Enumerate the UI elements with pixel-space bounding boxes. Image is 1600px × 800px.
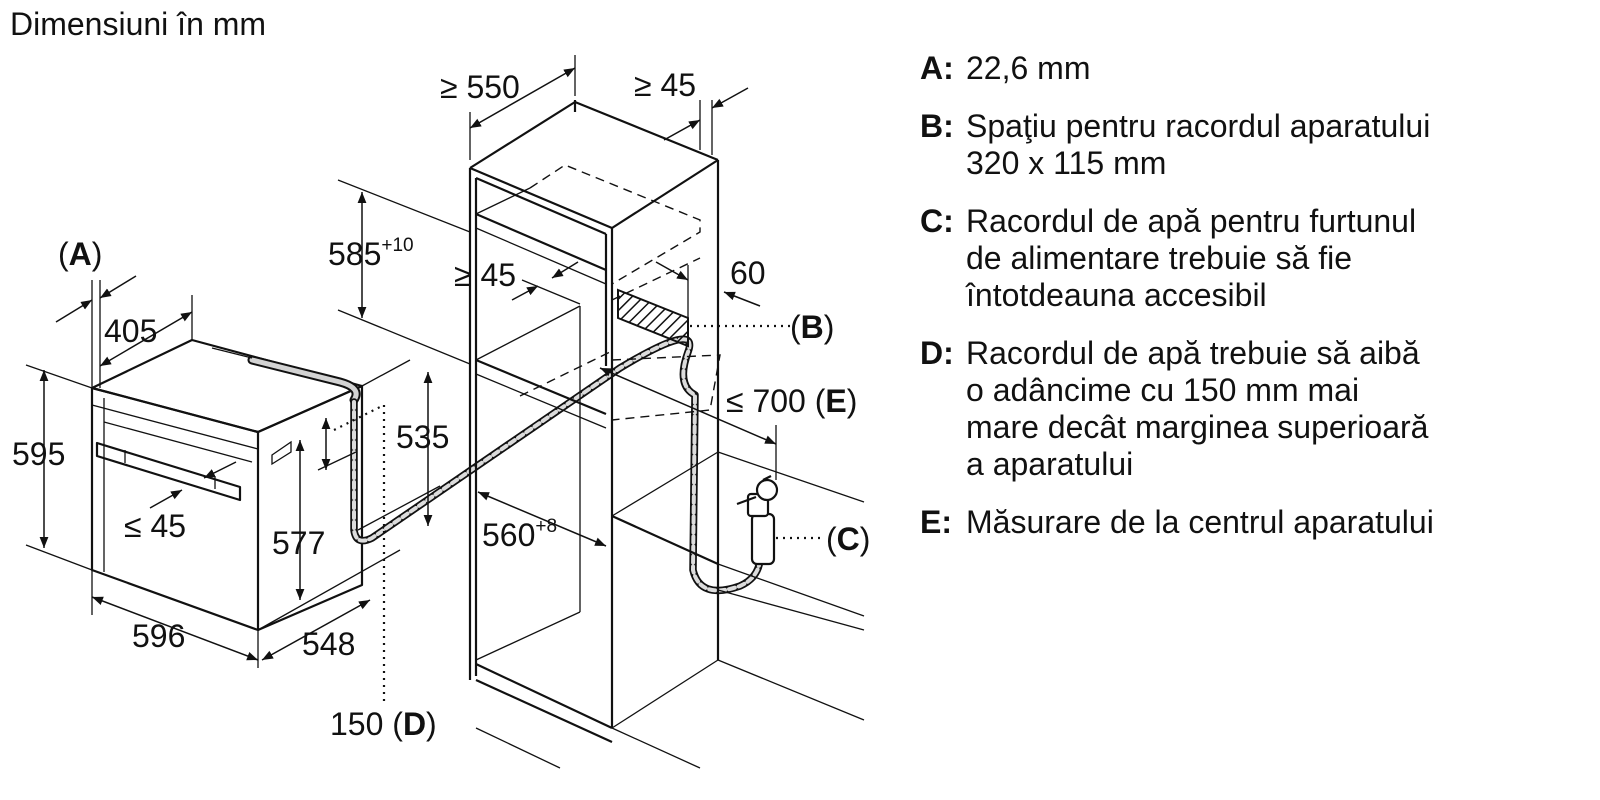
- legend-key: A:: [920, 50, 954, 86]
- legend-key: C:: [920, 203, 954, 239]
- legend-text: Spaţiu pentru racordul aparatului 320 x …: [966, 108, 1431, 181]
- label-a: (A): [58, 236, 102, 272]
- cabinet-drawing: [468, 100, 865, 769]
- dim-niche-width: 560+8: [482, 516, 557, 553]
- dim-oven-body-height: 577: [272, 525, 325, 561]
- dim-niche-height: 585+10: [328, 235, 414, 272]
- dim-oven-width: 596: [132, 618, 185, 654]
- legend-key: B:: [920, 108, 954, 144]
- legend-text: Racordul de apă trebuie să aibă o adânci…: [966, 335, 1429, 482]
- dim-shelf-gap: ≥ 45: [454, 257, 516, 293]
- dim-rear-gap: ≥ 45: [634, 67, 696, 103]
- legend-text: Racordul de apă pentru furtunul de alime…: [966, 203, 1417, 313]
- water-tap-icon: [736, 475, 779, 566]
- oven-dimension-lines: [25, 275, 441, 705]
- dim-cutout-60: 60: [730, 255, 766, 291]
- page-title: Dimensiuni în mm: [10, 6, 267, 42]
- label-b: (B): [790, 309, 834, 345]
- legend-item-d: D: Racordul de apă trebuie să aibă o adâ…: [920, 335, 1580, 483]
- label-d: 150 (D): [330, 706, 437, 742]
- legend-key: E:: [920, 504, 952, 540]
- dim-oven-depth-top: 405: [104, 313, 157, 349]
- label-e: ≤ 700 (E): [726, 383, 857, 419]
- dimension-labels: (A) 405 595 596 ≤ 45 577 548 535 150 (D)…: [12, 67, 870, 742]
- legend-item-a: A: 22,6 mm: [920, 50, 1580, 87]
- oven-drawing: [90, 338, 364, 632]
- legend-item-b: B: Spaţiu pentru racordul aparatului 320…: [920, 108, 1580, 182]
- dim-connection-height: 535: [396, 419, 449, 455]
- dim-cabinet-depth: ≥ 550: [440, 69, 520, 105]
- legend-text: Măsurare de la centrul aparatului: [966, 504, 1434, 540]
- legend-text: 22,6 mm: [966, 50, 1091, 86]
- label-c: (C): [826, 521, 870, 557]
- water-hose: [350, 335, 764, 595]
- legend-item-c: C: Racordul de apă pentru furtunul de al…: [920, 203, 1580, 314]
- dim-oven-depth: 548: [302, 626, 355, 662]
- legend: A: 22,6 mm B: Spaţiu pentru racordul apa…: [920, 50, 1580, 562]
- dim-handle-depth: ≤ 45: [124, 508, 186, 544]
- legend-item-e: E: Măsurare de la centrul aparatului: [920, 504, 1580, 541]
- dim-oven-height: 595: [12, 436, 65, 472]
- cabinet-dimension-lines: [337, 55, 824, 547]
- legend-key: D:: [920, 335, 954, 371]
